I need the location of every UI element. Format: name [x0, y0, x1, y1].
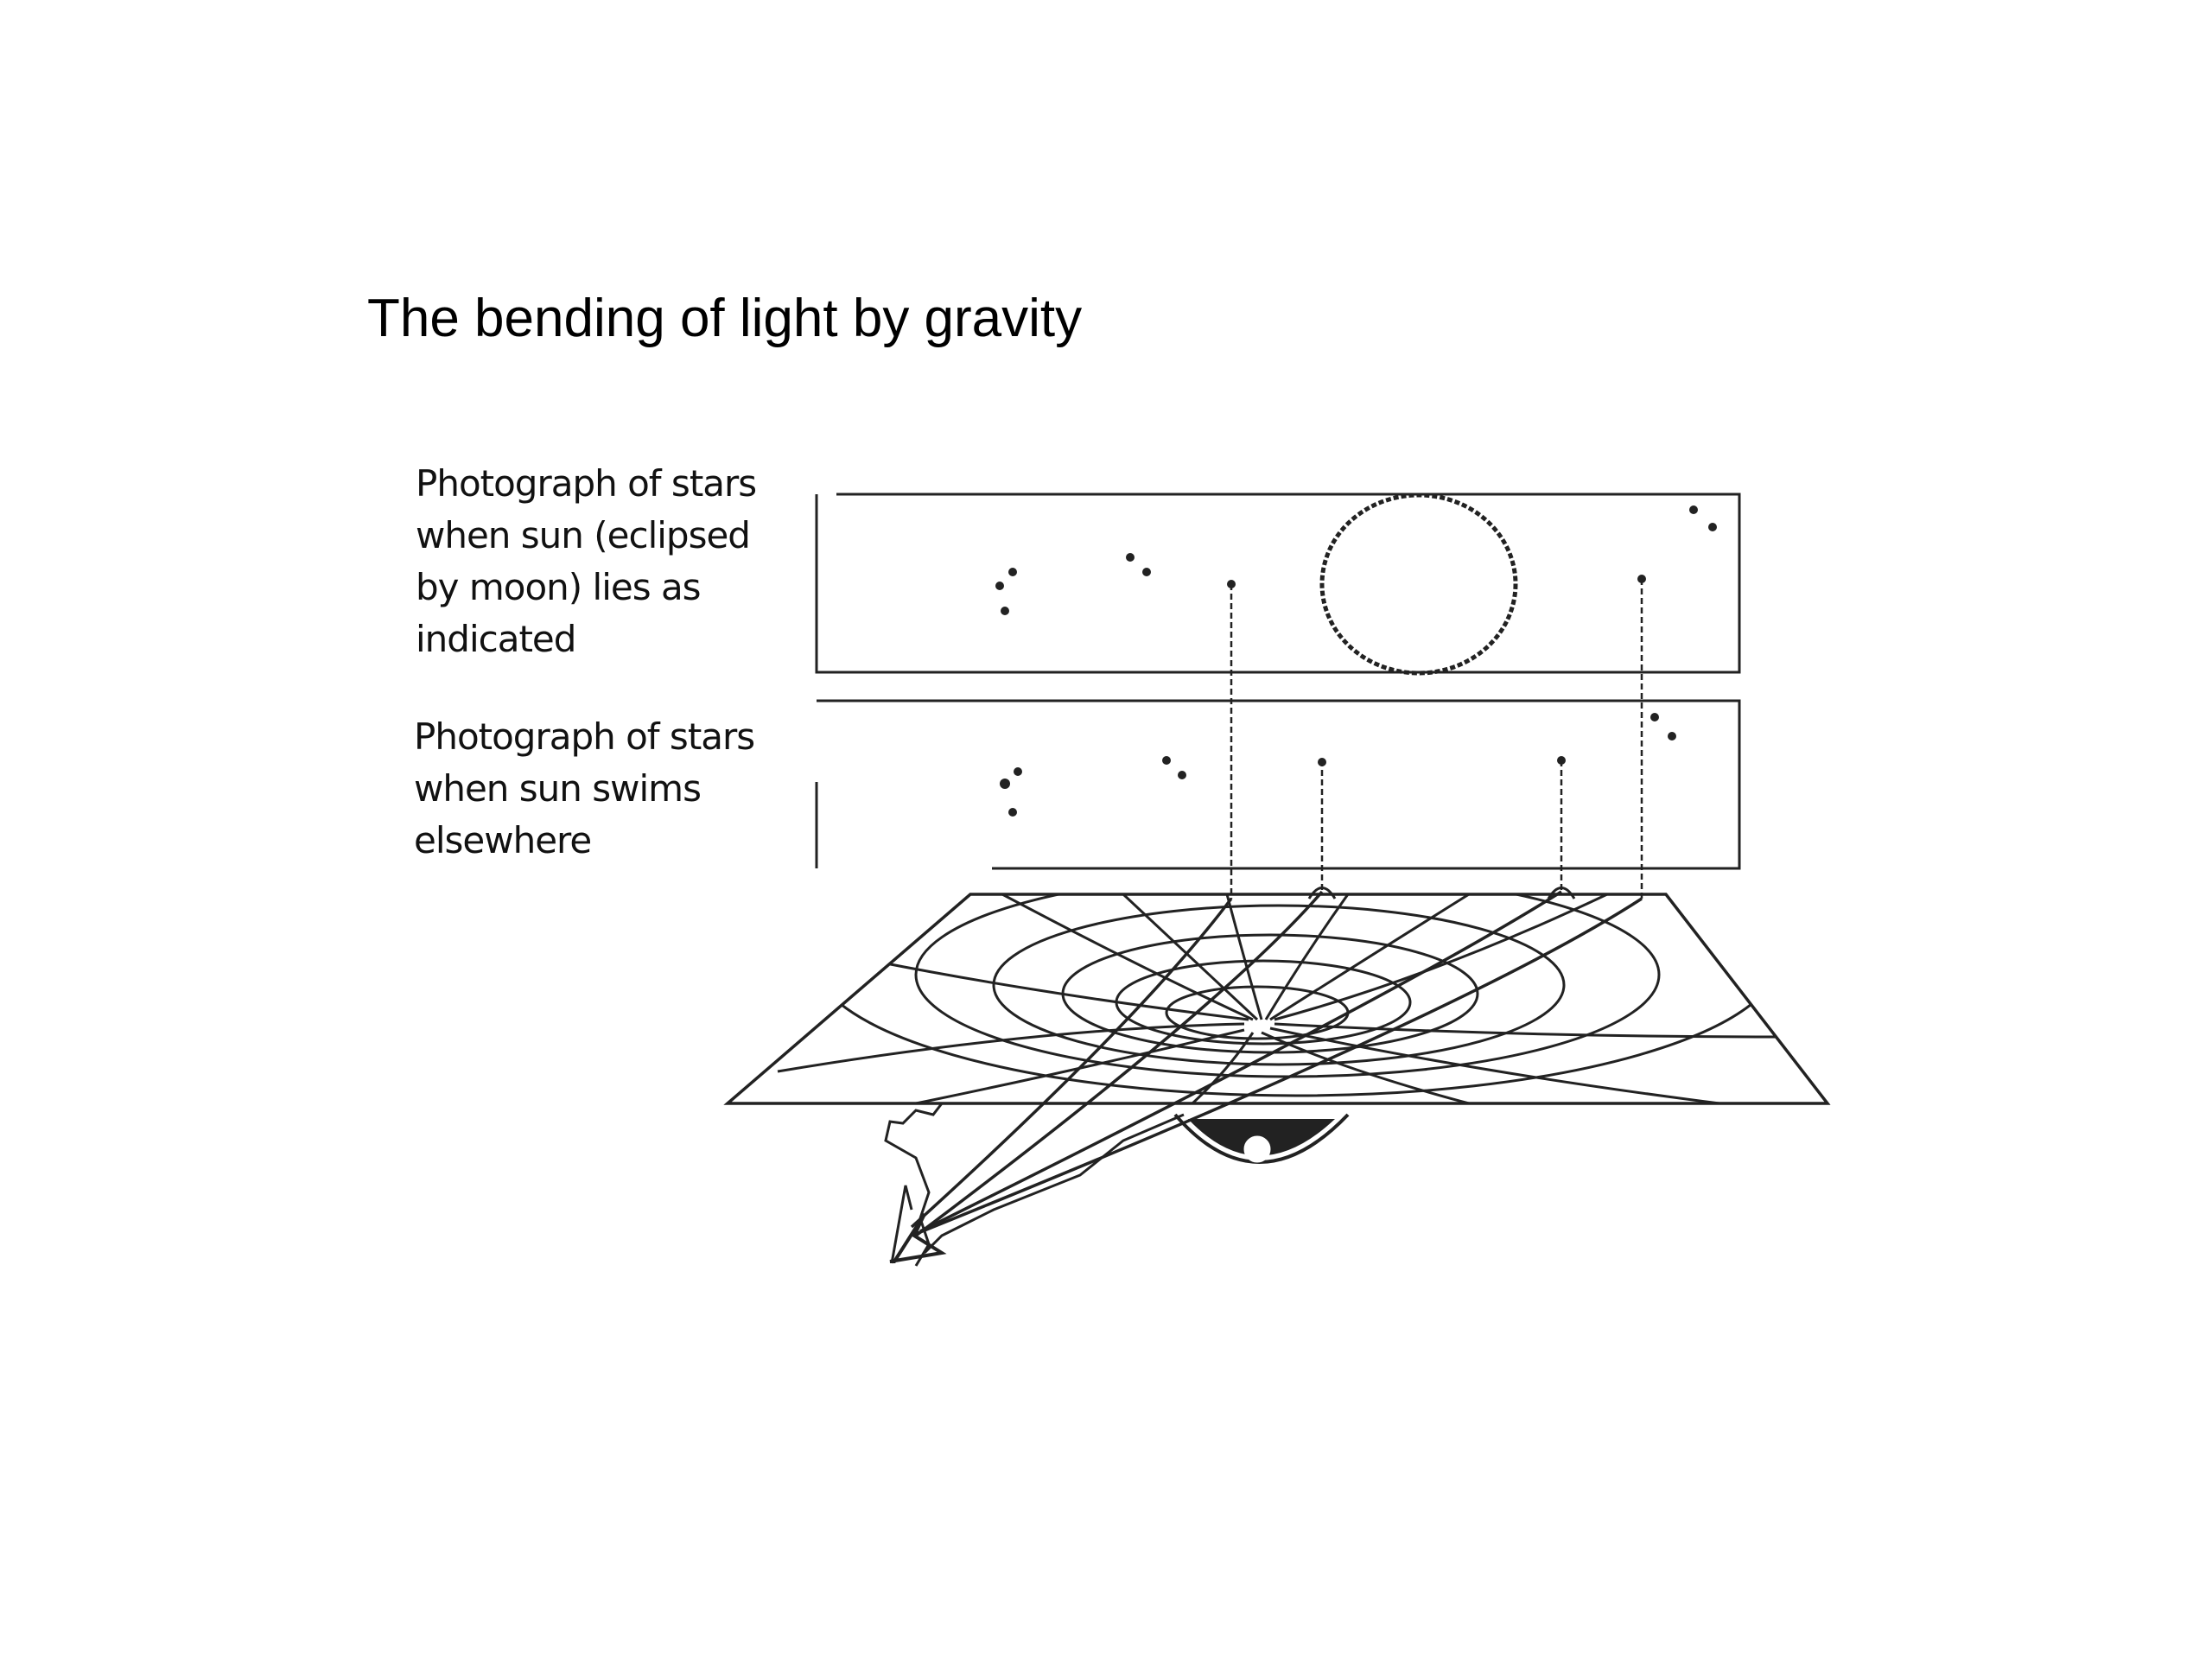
- star: [1001, 607, 1009, 615]
- label-elsewhere-line-2: when sun swims: [414, 767, 702, 810]
- star: [1708, 523, 1717, 531]
- label-eclipse-line-1: Photograph of stars: [416, 462, 757, 505]
- star: [1637, 575, 1646, 583]
- eclipsed-sun: [1319, 493, 1518, 676]
- stars-eclipse-panel: [995, 505, 1717, 615]
- star: [1000, 779, 1010, 789]
- sheet-crossing-marks: [1307, 887, 1576, 899]
- star: [1014, 767, 1022, 776]
- star: [1557, 756, 1566, 765]
- projection-lines: [1230, 579, 1643, 899]
- slide-title: The bending of light by gravity: [367, 289, 1083, 348]
- spacetime-sheet: [723, 893, 1831, 1105]
- label-eclipse-line-3: by moon) lies as: [416, 566, 702, 608]
- star: [1126, 553, 1135, 562]
- star: [1162, 756, 1171, 765]
- star: [1668, 732, 1676, 741]
- star: [1008, 568, 1017, 576]
- stars-elsewhere-panel: [1000, 713, 1676, 817]
- observer-arrow: [889, 1185, 947, 1264]
- sun-well: [1173, 1113, 1350, 1164]
- label-elsewhere-photograph: Photograph of stars when sun swims elsew…: [414, 711, 755, 867]
- label-elsewhere-line-1: Photograph of stars: [414, 715, 755, 758]
- label-eclipse-line-2: when sun (eclipsed: [416, 514, 751, 556]
- light-rays: [910, 890, 1643, 1237]
- elsewhere-photograph-panel: [815, 699, 1741, 870]
- star: [1318, 758, 1326, 766]
- star: [1178, 771, 1186, 779]
- label-eclipse-photograph: Photograph of stars when sun (eclipsed b…: [416, 458, 757, 665]
- eclipse-photograph-panel: [815, 493, 1741, 676]
- star: [1227, 580, 1236, 588]
- star: [1689, 505, 1698, 514]
- star: [995, 582, 1004, 590]
- star: [1142, 568, 1151, 576]
- star: [1008, 808, 1017, 817]
- label-eclipse-line-4: indicated: [416, 618, 576, 660]
- label-elsewhere-line-3: elsewhere: [414, 819, 592, 861]
- star: [1650, 713, 1659, 721]
